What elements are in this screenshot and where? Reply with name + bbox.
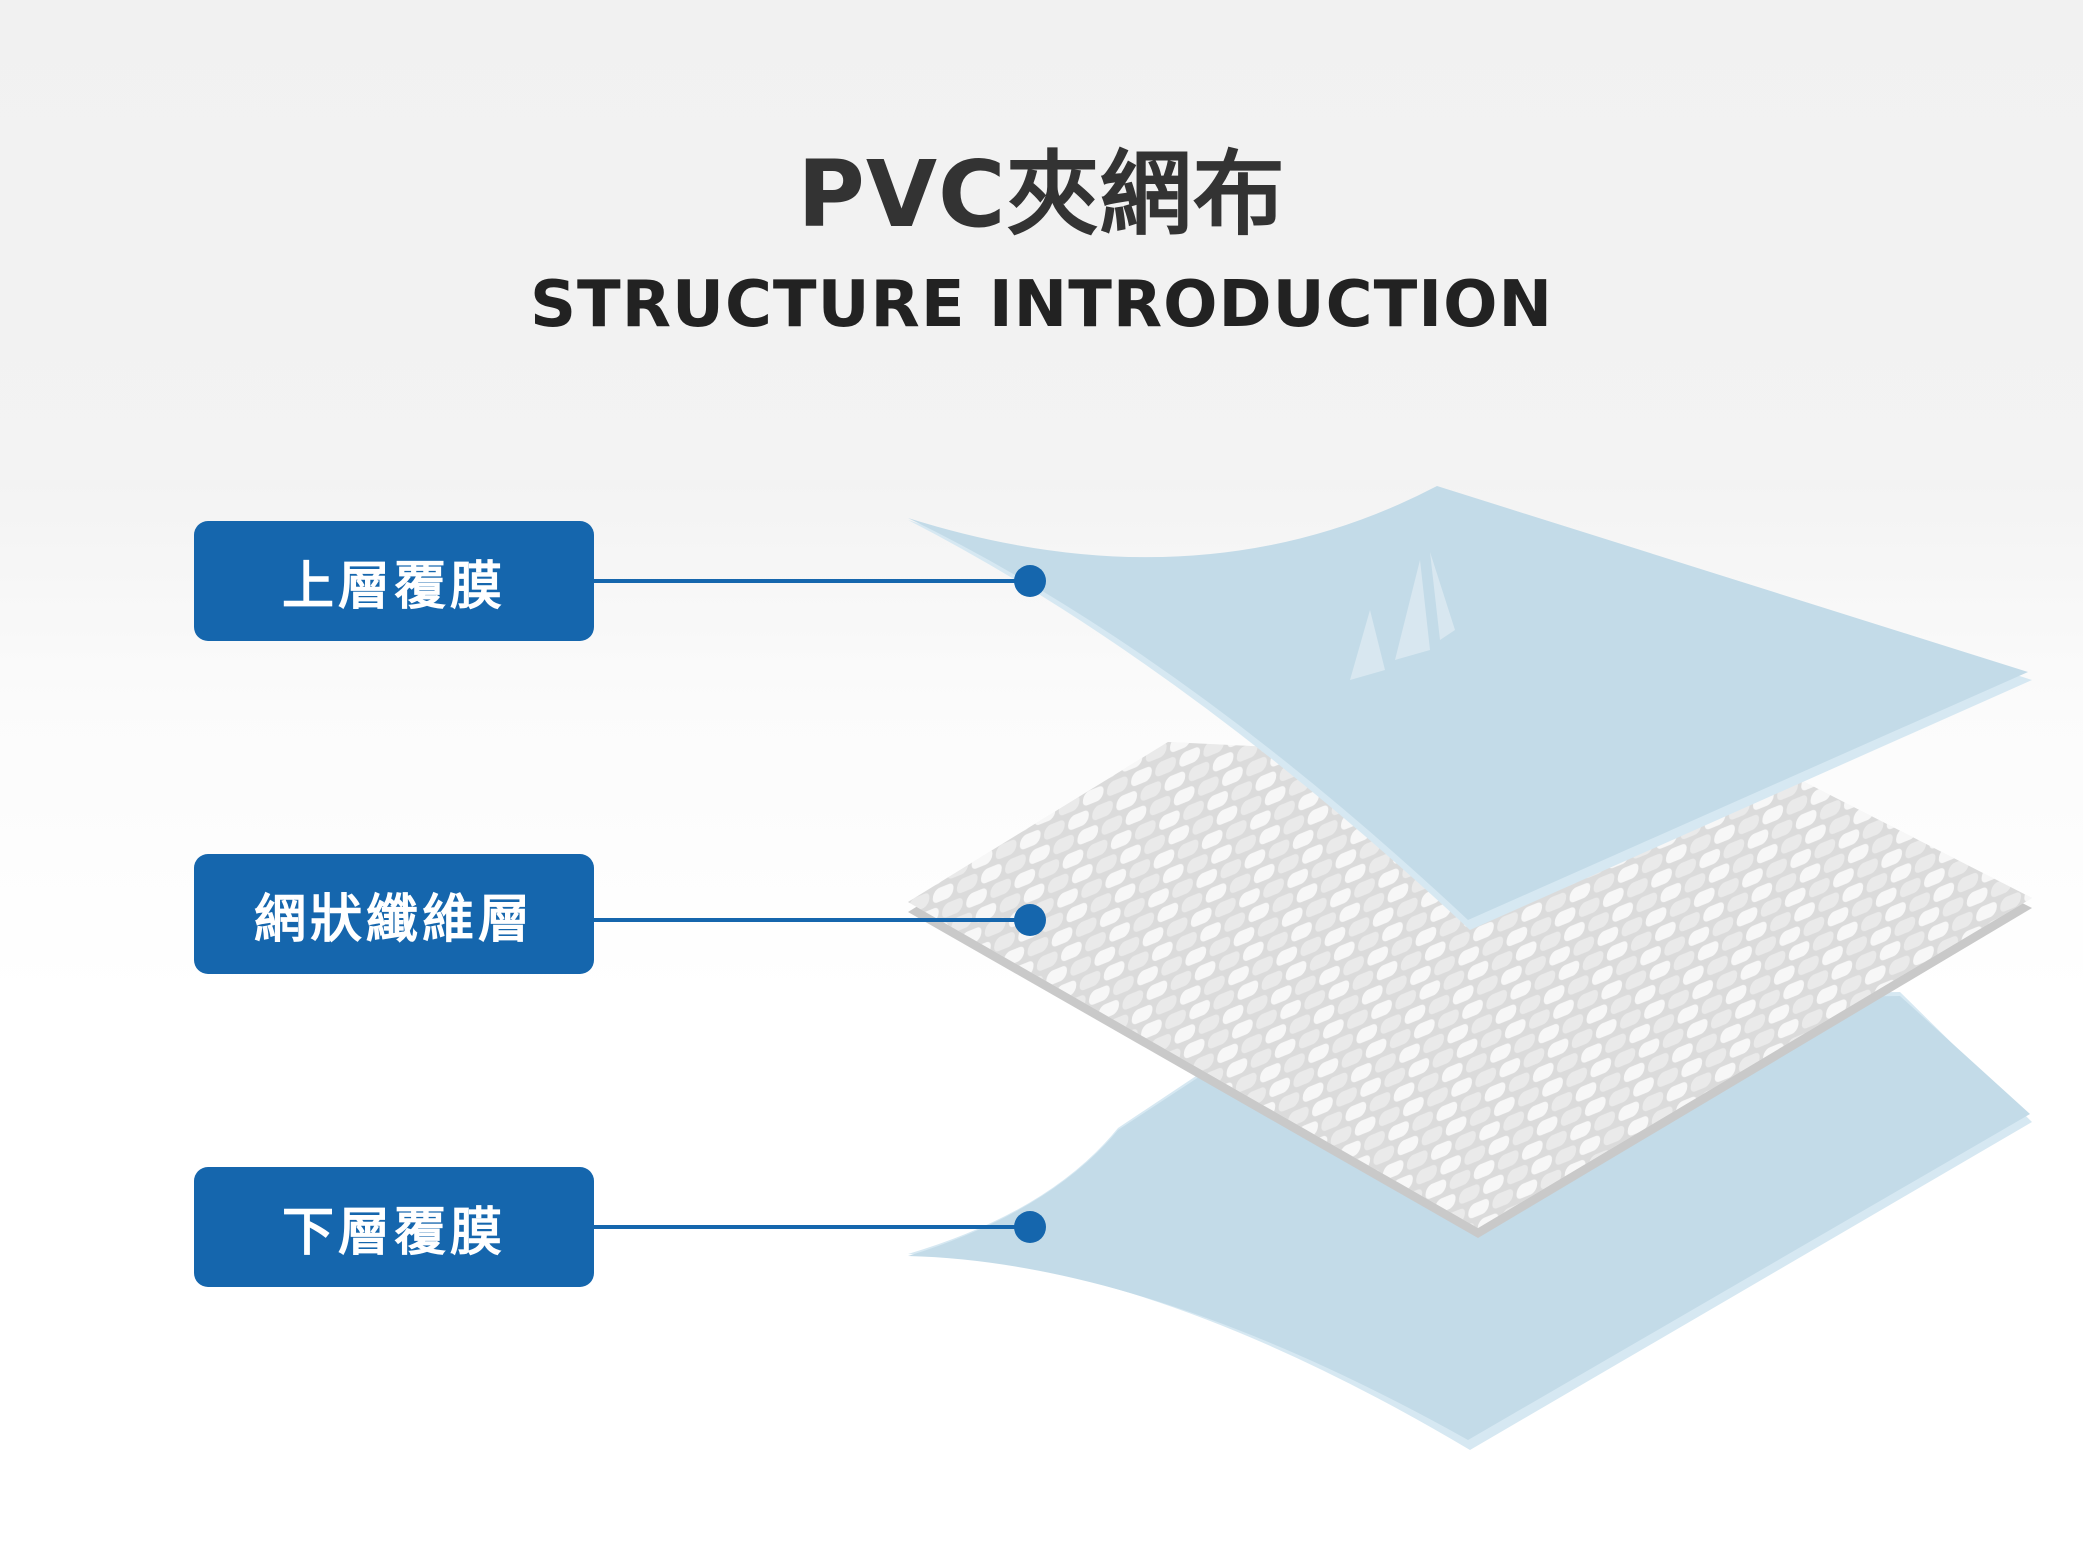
label-mesh-layer: 網狀纖維層 bbox=[194, 854, 594, 974]
connector-middle bbox=[594, 904, 1046, 936]
connector-top bbox=[594, 565, 1046, 597]
watermark-logo-icon bbox=[1350, 552, 1455, 680]
top-film-layer bbox=[908, 486, 2032, 930]
connector-bottom bbox=[594, 1211, 1046, 1243]
page-title: PVC夾網布 bbox=[797, 141, 1286, 248]
mesh-fiber-layer bbox=[908, 742, 2032, 1238]
label-top-film: 上層覆膜 bbox=[194, 521, 594, 641]
page-subtitle: STRUCTURE INTRODUCTION bbox=[529, 268, 1554, 342]
label-bottom-film: 下層覆膜 bbox=[194, 1167, 594, 1287]
